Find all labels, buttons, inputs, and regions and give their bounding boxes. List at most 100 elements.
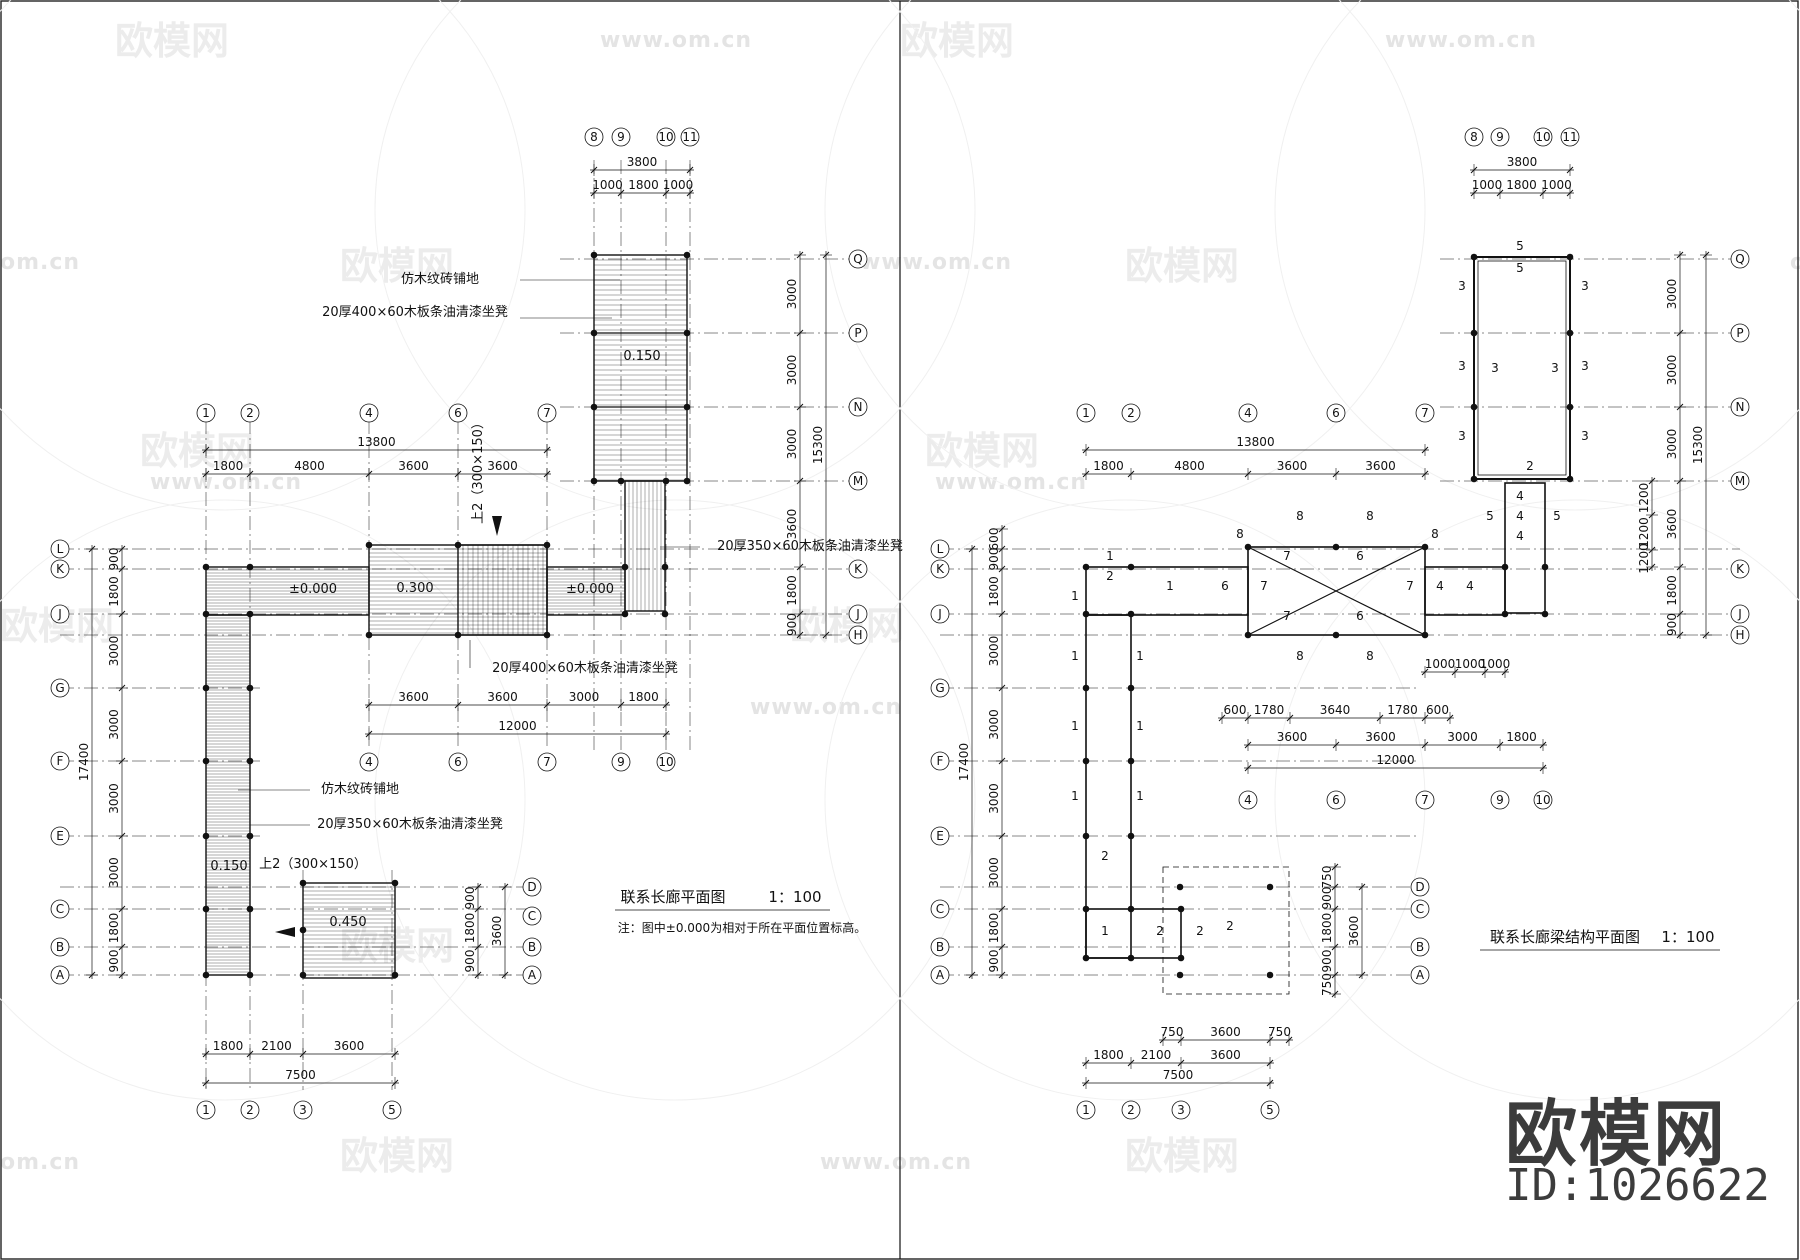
beam-mark: 2 (1226, 919, 1234, 933)
dimension-text: 1200 (1637, 543, 1651, 574)
column-dot (1082, 757, 1090, 765)
beam-mark: 2 (1526, 459, 1534, 473)
dimension-text: 1800 (987, 913, 1001, 944)
watermark-arc (1274, 499, 1800, 1101)
column-dot (365, 631, 373, 639)
axis-label: 2 (246, 406, 254, 420)
column-dot (391, 879, 399, 887)
diag-beam (1335, 590, 1426, 636)
column-dot (246, 610, 254, 618)
row-label: M (1735, 474, 1745, 488)
plan-scale: 1：100 (768, 888, 821, 906)
column-dot (299, 879, 307, 887)
dimension-text: 3000 (1447, 730, 1478, 744)
column-dot (590, 251, 598, 259)
column-dot (1127, 684, 1135, 692)
dimension-text: 1000 (592, 178, 623, 192)
axis-label: 4 (365, 406, 373, 420)
row-label: F (57, 754, 64, 768)
dimension-text: 3000 (1665, 279, 1679, 310)
dimension-text: 3600 (487, 690, 518, 704)
wood-hatch (594, 259, 687, 481)
dimension-text: 1800 (107, 576, 121, 607)
dimension-text: 1200 (1637, 483, 1651, 514)
axis-label: 2 (246, 1103, 254, 1117)
axis-label: 10 (1535, 793, 1550, 807)
row-label: N (854, 400, 863, 414)
axis-bubble (1238, 790, 1258, 810)
axis-bubble (930, 559, 950, 579)
axis-bubble (1415, 790, 1435, 810)
axis-bubble (1533, 790, 1553, 810)
beam-mark: 1 (1136, 649, 1144, 663)
column-dot (1332, 543, 1340, 551)
column-dot (454, 631, 462, 639)
row-label: P (1736, 326, 1743, 340)
axis-label: 4 (1244, 793, 1252, 807)
axis-bubble (1464, 127, 1484, 147)
axis-label: 9 (617, 755, 625, 769)
axis-bubble (50, 678, 70, 698)
axis-label: 5 (1266, 1103, 1274, 1117)
row-label: A (528, 968, 537, 982)
diag-beam (1247, 546, 1337, 592)
row-label: K (1736, 562, 1745, 576)
wood-hatch (303, 886, 395, 976)
beam-mark: 7 (1260, 579, 1268, 593)
dimension-text: 3600 (1277, 459, 1308, 473)
dimension-text: 4800 (1174, 459, 1205, 473)
beam-mark: 3 (1458, 279, 1466, 293)
axis-bubble (1730, 397, 1750, 417)
axis-bubble (656, 752, 676, 772)
dimension-text: 1800 (1506, 730, 1537, 744)
label-stair: 上2（300×150） (259, 857, 367, 872)
axis-label: 10 (658, 130, 673, 144)
beam-mark: 5 (1553, 509, 1561, 523)
axis-label: 8 (590, 130, 598, 144)
column-dot (202, 610, 210, 618)
column-dot (621, 610, 629, 618)
beam-mark: 3 (1458, 429, 1466, 443)
dimension-text: 13800 (357, 435, 395, 449)
column-dot (1470, 253, 1478, 261)
column-dot (1470, 403, 1478, 411)
column-dot (246, 832, 254, 840)
row-label: B (56, 940, 64, 954)
middle-deck-b (457, 544, 548, 636)
beam-mark: 1 (1071, 589, 1079, 603)
beam-mark: 4 (1516, 509, 1524, 523)
vertical-beam (1085, 614, 1132, 959)
axis-bubble (848, 249, 868, 269)
column-dot (1082, 684, 1090, 692)
axis-bubble (930, 539, 950, 559)
axis-label: 7 (1421, 793, 1429, 807)
right-arm-beam (1424, 566, 1506, 616)
beam-mark: 1 (1106, 549, 1114, 563)
axis-bubble (1490, 127, 1510, 147)
label-floor-tile: 仿木纹砖铺地 (321, 782, 399, 797)
beam-mark: 2 (1196, 924, 1204, 938)
row-label: K (854, 562, 863, 576)
column-dot (246, 971, 254, 979)
column-dot (661, 610, 669, 618)
beam-mark: 8 (1296, 649, 1304, 663)
column-dot (246, 563, 254, 571)
axis-label: 6 (454, 406, 462, 420)
dimension-text: 3600 (785, 509, 799, 540)
dimension-text: 900 (1320, 887, 1334, 910)
row-label: G (935, 681, 944, 695)
column-dot (683, 329, 691, 337)
dimension-text: 17400 (957, 743, 971, 781)
column-dot (299, 971, 307, 979)
dimension-text: 3000 (107, 636, 121, 667)
stair-arrow (275, 927, 295, 937)
level-mark: 0.150 (210, 859, 247, 874)
axis-bubble (1121, 1100, 1141, 1120)
axis-label: 7 (1421, 406, 1429, 420)
dimension-text: 600 (1426, 703, 1449, 717)
axis-label: 7 (543, 406, 551, 420)
tower-beam (1473, 256, 1571, 480)
beam-mark: 8 (1296, 509, 1304, 523)
axis-bubble (1410, 937, 1430, 957)
